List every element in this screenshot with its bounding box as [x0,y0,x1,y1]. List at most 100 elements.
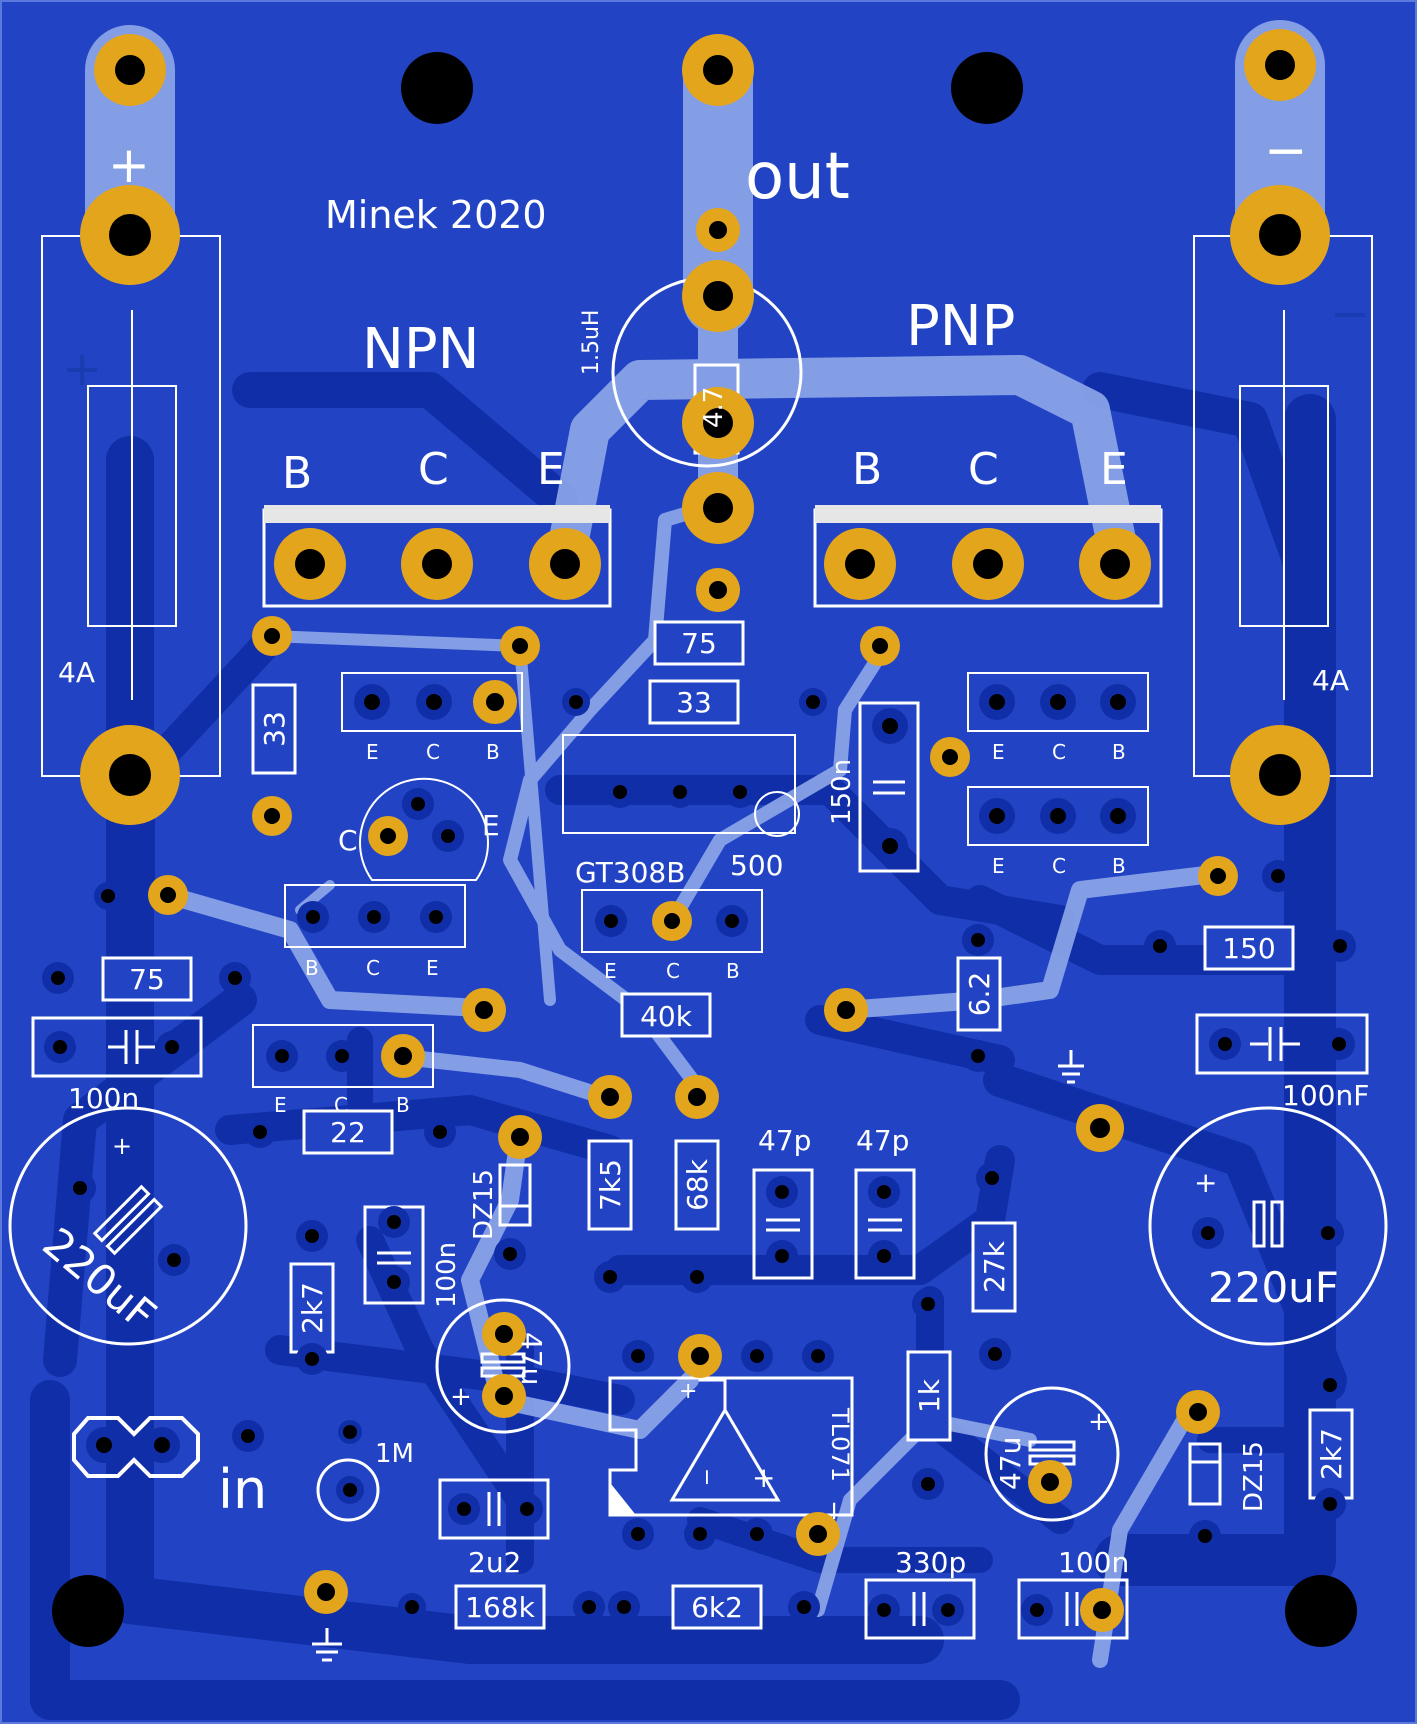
pad-drill [1093,1601,1111,1619]
npn-pin-e: E [537,444,565,495]
pad-drill [725,914,739,928]
pin-b: B [1112,740,1126,764]
pin-b: B [305,956,319,980]
pin-e: E [426,956,439,980]
pad-drill [631,1349,645,1363]
pad-drill [154,1437,170,1453]
pad-drill [631,1527,645,1541]
title-label: Minek 2020 [325,193,547,237]
pad-drill [1110,694,1126,710]
pad-drill [343,1483,357,1497]
pad-drill [603,1270,617,1284]
pad-drill [845,549,875,579]
pad-drill [985,1171,999,1185]
npn-power-footprint [262,505,612,608]
pad-drill [241,1429,255,1443]
pad-drill [921,1477,935,1491]
pad-drill [989,694,1005,710]
npn-label: NPN [362,317,480,382]
cap-100n-vert: 100n [432,1242,462,1308]
pad-drill [73,1181,87,1195]
ic-supply-minus: − [819,1500,849,1522]
pad-drill [971,933,985,947]
pad-drill [1090,1118,1110,1138]
electrolytic-plus-small-right: + [1088,1407,1110,1437]
resistor-6-2: 6.2 [963,972,996,1017]
resistor-22: 22 [330,1116,366,1149]
pad-drill [1271,869,1285,883]
pad-drill [1100,549,1130,579]
cap-150n: 150n [827,759,857,825]
cap-47u-right: 47u [994,1437,1027,1490]
electrolytic-plus-left: + [112,1132,132,1160]
pin-c: C [426,740,440,764]
capacitor-boxes [31,701,1369,1640]
pad-drill [604,914,618,928]
pad-drill [877,1249,891,1263]
pads [42,29,1356,1632]
fuse-left-rating: 4A [58,656,95,689]
pad-drill [1218,1037,1232,1051]
pnp-power-footprint [813,505,1163,608]
ic-input-minus: − [694,1468,719,1486]
resistor-68k: 68k [681,1158,714,1211]
pnp-pin-e: E [1100,444,1128,495]
pad-drill [1332,1037,1346,1051]
pad-drill [387,1215,401,1229]
pad-drill [1323,1378,1337,1392]
cap-100n-left: 100n [68,1082,139,1115]
pad-drill [167,1253,181,1267]
pad-drill [837,1001,855,1019]
pin-e: E [992,740,1005,764]
pad-drill [115,55,145,85]
pad-drill [569,695,583,709]
plus-terminal-label: + [108,136,150,194]
pad-drill [806,695,820,709]
resistor-75-left: 75 [129,963,165,996]
pad-drill [921,1297,935,1311]
pad-drill [275,1049,289,1063]
pad-drill [253,1125,267,1139]
pad-drill [512,638,528,654]
npn-pin-b: B [282,448,312,499]
electrolytic-capacitors [8,1106,1388,1522]
pad-drill [942,749,958,765]
pad-drill [1050,808,1066,824]
pin-b: B [726,959,740,983]
resistor-33-vert: 33 [258,711,291,747]
pin-b: B [396,1093,410,1117]
pad-drill [673,785,687,799]
fuse-left-plus-mark: + [62,341,102,397]
resistor-75-top: 75 [681,627,717,660]
pad-drill [160,887,176,903]
ic-input-plus: + [752,1461,775,1494]
to92-pin-c: C [338,824,358,857]
pad-drill [343,1425,357,1439]
pad-drill [426,694,442,710]
pad-drill [690,1270,704,1284]
pad-drill [775,1249,789,1263]
pad-drill [1333,939,1347,953]
pad-drill [1321,1226,1335,1240]
pin-e: E [366,740,379,764]
pad-drill [1259,754,1301,796]
out-label: out [745,140,850,214]
cap-330p: 330p [895,1546,966,1579]
pad-drill [305,1229,319,1243]
pin-c: C [666,959,680,983]
pad-drill [305,1352,319,1366]
cap-47p-b: 47p [856,1124,909,1157]
pad-drill [750,1349,764,1363]
pad-drill [264,628,280,644]
pad-drill [1210,868,1226,884]
transistor-label: GT308B [575,856,685,889]
pad-drill [429,910,443,924]
pad-drill [475,1001,493,1019]
pad-drill [1153,939,1167,953]
pin-e: E [274,1093,287,1117]
pad-drill [877,1603,891,1617]
pad-drill [335,1049,349,1063]
pad-drill [264,808,280,824]
